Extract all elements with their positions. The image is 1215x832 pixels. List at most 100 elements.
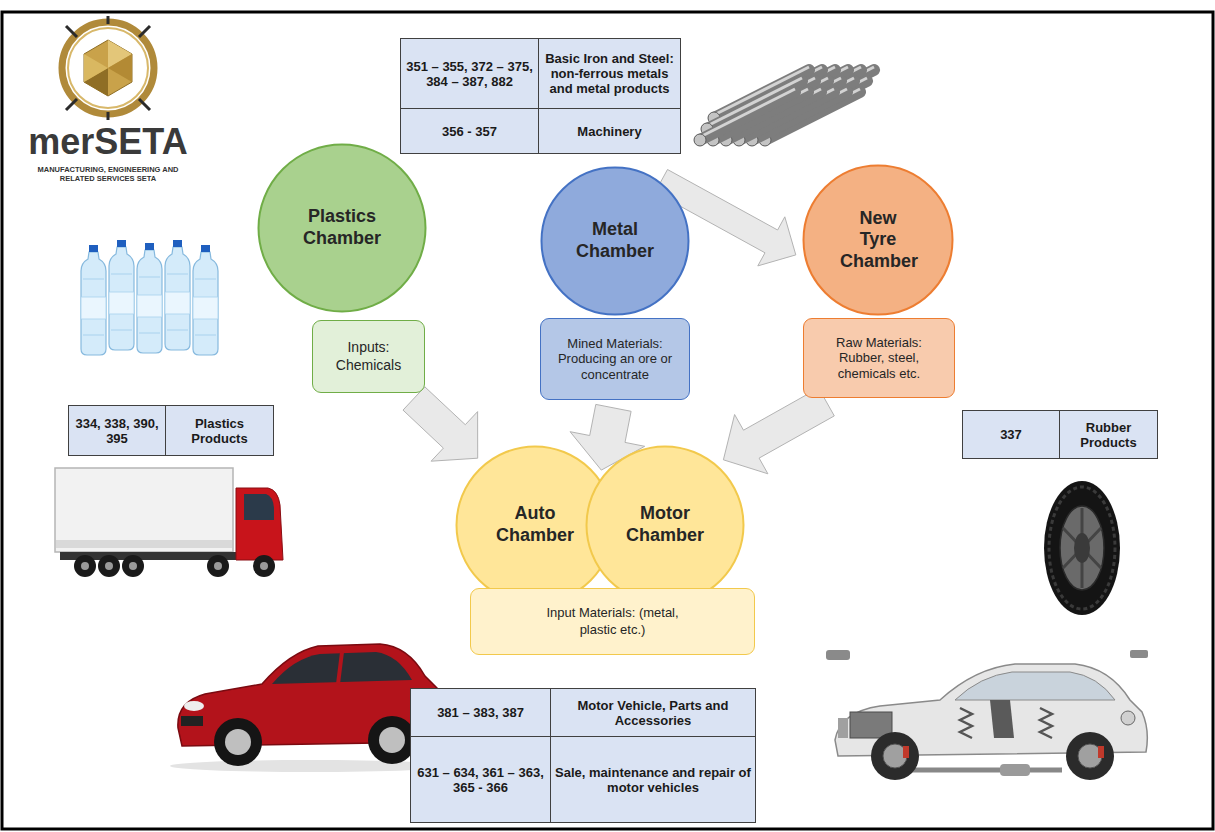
truck-hub [105,562,113,570]
water-bottle [137,243,162,353]
circle-outline [804,166,953,315]
logo-subtitle: MANUFACTURING, ENGINEERING AND RELATED S… [30,165,186,183]
spring [1040,708,1052,738]
table-text: Basic Iron and Steel: non-ferrous metals… [543,51,677,96]
table-cell: 381 – 383, 387 [410,688,551,737]
brake-caliper [903,746,909,758]
table-text: 631 – 634, 361 – 363, 365 - 366 [415,765,547,795]
logo-wordmark: merSETA [18,122,198,162]
truck-hub [129,562,137,570]
truck-window [244,494,274,520]
steel-bar [694,89,795,146]
spring [960,708,972,738]
table-text: 337 [967,427,1056,442]
table-cell: 351 – 355, 372 – 375, 384 – 387, 882 [400,38,539,109]
logo-facet [84,54,108,82]
table-cell: 356 - 357 [400,108,539,154]
table-text: Plastics Products [170,416,270,446]
tyre-tread [1049,487,1115,609]
table-text: Machinery [543,124,677,139]
silencer [1000,764,1030,776]
logo-figure [139,26,150,37]
logo-facet [108,54,132,82]
materials-box: Raw Materials: Rubber, steel, chemicals … [803,318,955,398]
chamber-name: Motor Chamber [615,503,715,546]
logo-figure [107,112,110,120]
logo-polyhedron [84,40,132,96]
truck-wheel [74,555,96,577]
water-bottles [81,240,218,355]
table-cell: Motor Vehicle, Parts and Accessories [550,688,756,737]
materials-text: Inputs: Chemicals [323,339,415,374]
circle-outline [259,145,426,312]
table-cell: 631 – 634, 361 – 363, 365 - 366 [410,736,551,823]
circle-outline [542,168,689,315]
radiator [838,718,848,738]
car-hub [225,729,251,755]
chamber-circle: Metal Chamber [540,166,690,316]
seat [990,700,1014,738]
wheel [871,732,919,780]
table-cell: 334, 338, 390, 395 [68,405,166,456]
exhaust-pipe [905,768,1062,773]
headlamp [1121,711,1135,725]
truck-hub [81,562,89,570]
chamber-circle: Plastics Chamber [257,143,427,313]
truck-wheel [207,555,229,577]
materials-text: Mined Materials: Producing an ore or con… [558,336,673,383]
materials-box: Inputs: Chemicals [312,320,425,393]
car-pillar [338,652,342,684]
car-glass [955,672,1115,700]
chamber-name: New Tyre Chamber [840,208,916,273]
chamber-name: Plastics Chamber [292,206,392,249]
table-cell: Rubber Products [1059,410,1158,459]
car-window [272,652,412,684]
sensor [1130,650,1148,658]
table-cell: Sale, maintenance and repair of motor ve… [550,736,756,823]
car-wheel [368,716,416,764]
water-bottle [193,245,218,355]
table-cell: Machinery [538,108,681,154]
table-text: Motor Vehicle, Parts and Accessories [555,698,752,728]
filter [826,650,850,660]
logo-figure [107,16,110,24]
chamber-name: Metal Chamber [565,219,665,262]
steel-bars [694,67,874,146]
materials-text: Raw Materials: Rubber, steel, chemicals … [822,335,937,382]
red-car [170,644,450,772]
water-bottle [109,240,134,350]
car-parts [826,650,1148,780]
materials-box: Mined Materials: Producing an ore or con… [540,318,690,400]
table-cell: 337 [962,410,1060,459]
chamber-name: Auto Chamber [485,503,585,546]
circle-outline [587,447,744,604]
logo-figure [66,26,77,37]
water-bottle [165,240,190,350]
truck-wheel [253,555,275,577]
car-shadow [170,760,450,772]
table-text: 351 – 355, 372 – 375, 384 – 387, 882 [405,59,535,89]
truck [55,468,283,577]
table-text: Rubber Products [1064,420,1154,450]
water-bottle [81,245,106,355]
table-cell: Plastics Products [165,405,274,456]
truck-trailer [55,468,233,552]
materials-box: Input Materials: (metal, plastic etc.) [470,588,755,655]
tyre-hub [1074,533,1090,563]
rim-spoke [1063,528,1101,568]
logo-ring [68,28,148,108]
car-headlight [184,701,204,711]
truck-wheel [122,555,144,577]
truck-wheel [98,555,120,577]
table-text: Sale, maintenance and repair of motor ve… [555,765,752,795]
rim-spoke [1063,528,1101,568]
car-wheel [214,718,262,766]
frame [2,12,1213,829]
tyre-rim [1060,506,1104,590]
logo-figure [66,99,77,110]
block-arrow [403,387,478,461]
brake-caliper [1098,746,1104,758]
tyre [1044,481,1120,615]
truck-hub [260,562,268,570]
